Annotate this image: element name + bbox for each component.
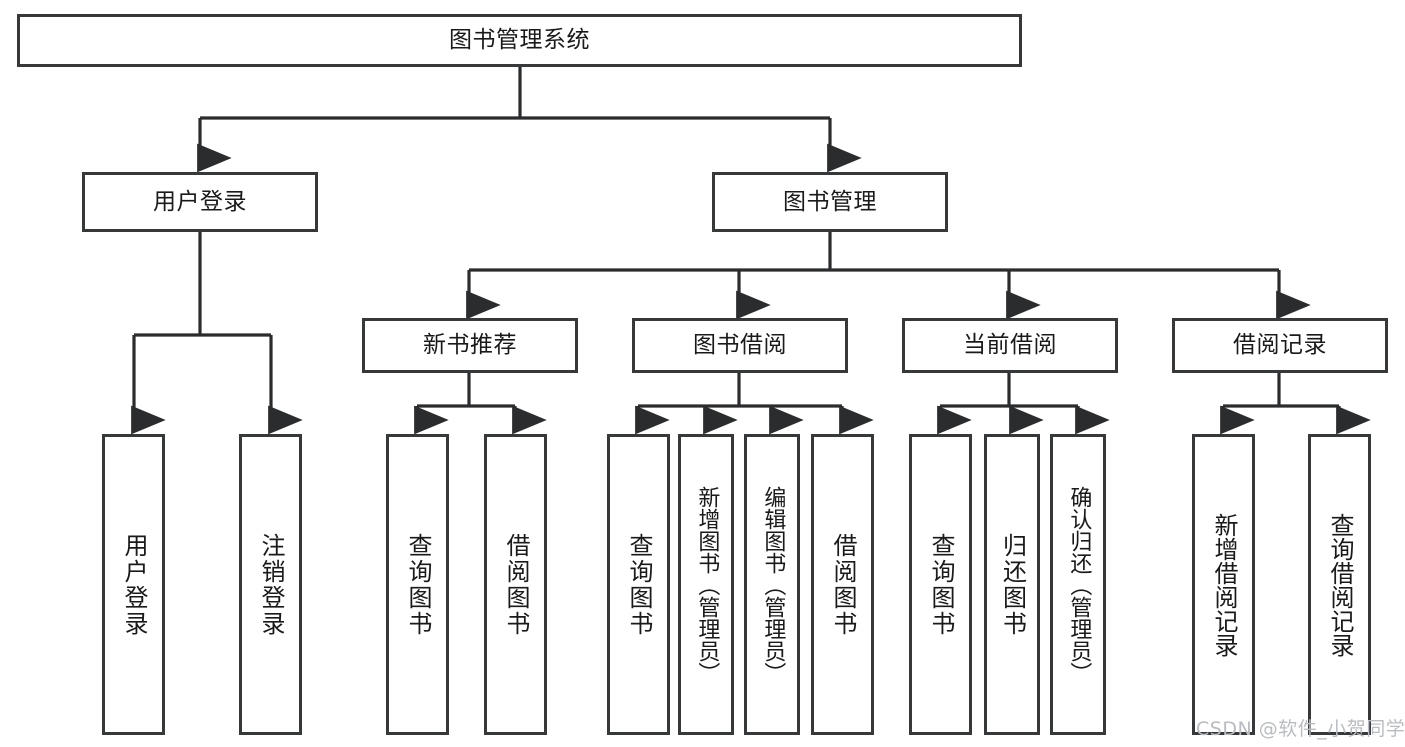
node-new-book-rec[interactable]: 新书推荐 [362, 318, 578, 373]
node-borrow-record-label: 借阅记录 [1233, 332, 1327, 359]
node-borrow-record[interactable]: 借阅记录 [1172, 318, 1388, 373]
node-leaf-add-book-label: 新增图书（管理员） [694, 485, 720, 684]
node-leaf-user-login[interactable]: 用户登录 [102, 434, 165, 735]
node-leaf-query-book-borrow[interactable]: 查询图书 [607, 434, 670, 735]
node-leaf-confirm-return-label: 确认归还（管理员） [1066, 485, 1092, 684]
node-leaf-return-book[interactable]: 归还图书 [984, 434, 1040, 735]
node-leaf-user-login-label: 用户登录 [119, 532, 148, 637]
node-leaf-add-record[interactable]: 新增借阅记录 [1192, 434, 1255, 735]
node-new-book-rec-label: 新书推荐 [423, 332, 517, 359]
node-leaf-edit-book[interactable]: 编辑图书（管理员） [744, 434, 800, 735]
node-leaf-add-book[interactable]: 新增图书（管理员） [678, 434, 734, 735]
node-user-login-label: 用户登录 [153, 188, 247, 215]
node-root-label: 图书管理系统 [449, 27, 590, 54]
node-book-manage[interactable]: 图书管理 [712, 172, 948, 232]
node-leaf-borrow-book[interactable]: 借阅图书 [811, 434, 874, 735]
node-leaf-user-logout[interactable]: 注销登录 [239, 434, 302, 735]
node-leaf-borrow-book-label: 借阅图书 [828, 532, 857, 637]
node-leaf-query-record[interactable]: 查询借阅记录 [1308, 434, 1371, 735]
node-book-borrow-label: 图书借阅 [693, 332, 787, 359]
node-current-borrow-label: 当前借阅 [963, 332, 1057, 359]
node-leaf-query-record-label: 查询借阅记录 [1325, 512, 1354, 657]
node-leaf-query-book-rec[interactable]: 查询图书 [386, 434, 449, 735]
node-leaf-user-logout-label: 注销登录 [256, 532, 285, 637]
node-leaf-borrow-book-rec-label: 借阅图书 [501, 532, 530, 637]
node-current-borrow[interactable]: 当前借阅 [902, 318, 1118, 373]
node-book-manage-label: 图书管理 [783, 188, 877, 215]
node-leaf-query-book-current[interactable]: 查询图书 [909, 434, 972, 735]
node-user-login[interactable]: 用户登录 [82, 172, 318, 232]
node-leaf-return-book-label: 归还图书 [998, 532, 1027, 637]
node-leaf-borrow-book-rec[interactable]: 借阅图书 [484, 434, 547, 735]
node-leaf-query-book-rec-label: 查询图书 [403, 532, 432, 637]
node-leaf-edit-book-label: 编辑图书（管理员） [760, 485, 786, 684]
node-root[interactable]: 图书管理系统 [17, 14, 1022, 67]
csdn-watermark: CSDN @软件_小贺同学 [1196, 718, 1405, 740]
node-leaf-confirm-return[interactable]: 确认归还（管理员） [1050, 434, 1106, 735]
node-leaf-query-book-current-label: 查询图书 [926, 532, 955, 637]
node-leaf-add-record-label: 新增借阅记录 [1209, 512, 1238, 657]
node-book-borrow[interactable]: 图书借阅 [632, 318, 848, 373]
node-leaf-query-book-borrow-label: 查询图书 [624, 532, 653, 637]
